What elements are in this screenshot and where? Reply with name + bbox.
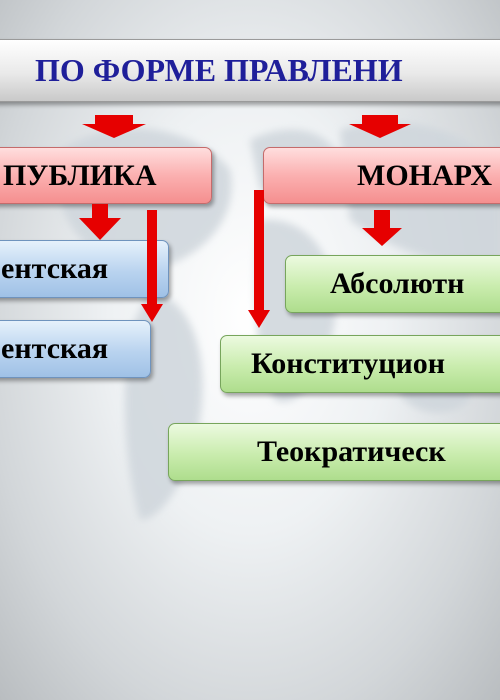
arrow-monarchy-to-type-2 [248, 190, 270, 328]
node-republic: ПУБЛИКА [0, 147, 212, 204]
node-monarchy-type-2: Конституцион [220, 335, 500, 393]
node-monarchy-type-1: Абсолютн [285, 255, 500, 313]
arrow-republic-to-type-1 [79, 204, 121, 240]
arrow-title-to-monarchy [349, 115, 411, 138]
node-monarchy-type-3: Теократическ [168, 423, 500, 481]
node-republic-type-2: ентская [0, 320, 151, 378]
arrow-title-to-republic [82, 115, 146, 138]
page-title: ПО ФОРМЕ ПРАВЛЕНИ [0, 39, 500, 102]
arrow-republic-to-type-2 [141, 210, 163, 322]
node-republic-type-1: ентская [0, 240, 169, 298]
arrow-monarchy-to-type-1 [362, 210, 402, 246]
node-monarchy: МОНАРХ [263, 147, 500, 204]
